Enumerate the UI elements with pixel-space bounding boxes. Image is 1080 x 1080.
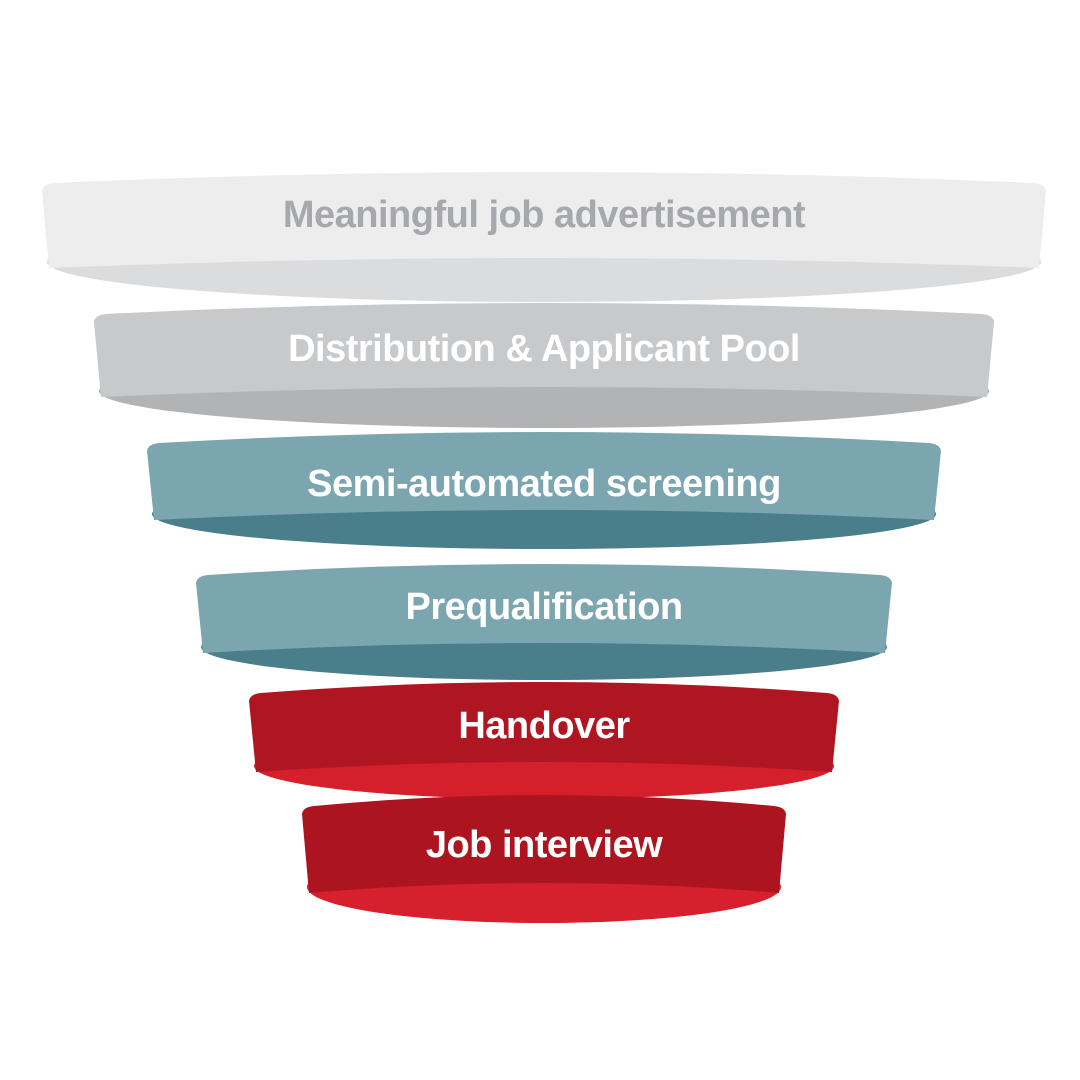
funnel-stage-1: Meaningful job advertisement [42,172,1046,302]
stage-body [94,303,994,397]
stage-body [249,682,839,772]
stage-body [196,564,892,653]
funnel-stage-6: Job interview [302,795,786,923]
stage-body [147,432,941,520]
stage-label: Handover [458,705,630,747]
stage-label: Prequalification [405,586,682,628]
funnel-stage-2: Distribution & Applicant Pool [94,303,994,428]
stage-label: Semi-automated screening [307,463,781,505]
funnel-stage-4: Prequalification [196,564,892,680]
stage-label: Distribution & Applicant Pool [288,328,800,370]
stage-label: Job interview [426,824,663,866]
funnel-stage-5: Handover [249,682,839,799]
stage-body [302,795,786,893]
stage-body [42,172,1046,268]
funnel-stage-3: Semi-automated screening [147,432,941,549]
stage-label: Meaningful job advertisement [283,194,806,236]
